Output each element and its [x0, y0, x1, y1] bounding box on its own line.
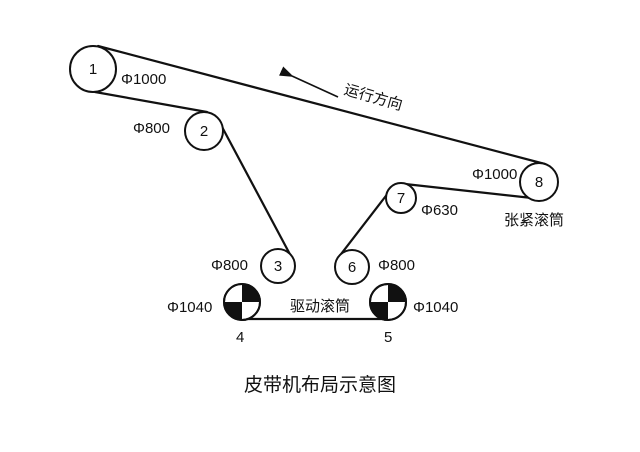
belt-segment-6-7 — [336, 186, 394, 260]
roller-6-number: 6 — [348, 259, 356, 276]
roller-2-number: 2 — [200, 123, 208, 140]
roller-2-diameter: Φ800 — [133, 120, 170, 137]
roller-2: 2 — [184, 111, 224, 151]
belt-segment-2-3 — [219, 123, 295, 262]
roller-3: 3 — [260, 248, 296, 284]
roller-6: 6 — [334, 249, 370, 285]
belt-top-run — [96, 44, 547, 166]
roller-3-number: 3 — [274, 258, 282, 275]
roller-1: 1 — [69, 45, 117, 93]
drive-roller-label: 驱动滚筒 — [290, 297, 350, 315]
roller-5-number: 5 — [384, 329, 392, 346]
roller-7-number: 7 — [397, 190, 405, 207]
roller-8-number: 8 — [535, 174, 543, 191]
roller-3-diameter: Φ800 — [211, 257, 248, 274]
roller-5-drive — [369, 283, 407, 321]
roller-7-diameter: Φ630 — [421, 202, 458, 219]
roller-4-number: 4 — [236, 329, 244, 346]
belt-segment-1-2 — [93, 90, 209, 114]
roller-8: 8 — [519, 162, 559, 202]
tension-roller-label: 张紧滚筒 — [504, 211, 564, 229]
direction-label: 运行方向 — [342, 80, 405, 114]
roller-4-drive — [223, 283, 261, 321]
direction-arrow — [279, 66, 339, 98]
roller-7: 7 — [385, 182, 417, 214]
belt — [93, 44, 547, 321]
roller-5-diameter: Φ1040 — [413, 299, 458, 316]
belt-segment-7-8 — [403, 182, 543, 201]
roller-1-number: 1 — [89, 61, 97, 78]
roller-4-diameter: Φ1040 — [167, 299, 212, 316]
diagram-title: 皮带机布局示意图 — [244, 374, 396, 396]
roller-1-diameter: Φ1000 — [121, 71, 166, 88]
roller-6-diameter: Φ800 — [378, 257, 415, 274]
roller-8-diameter: Φ1000 — [472, 166, 517, 183]
